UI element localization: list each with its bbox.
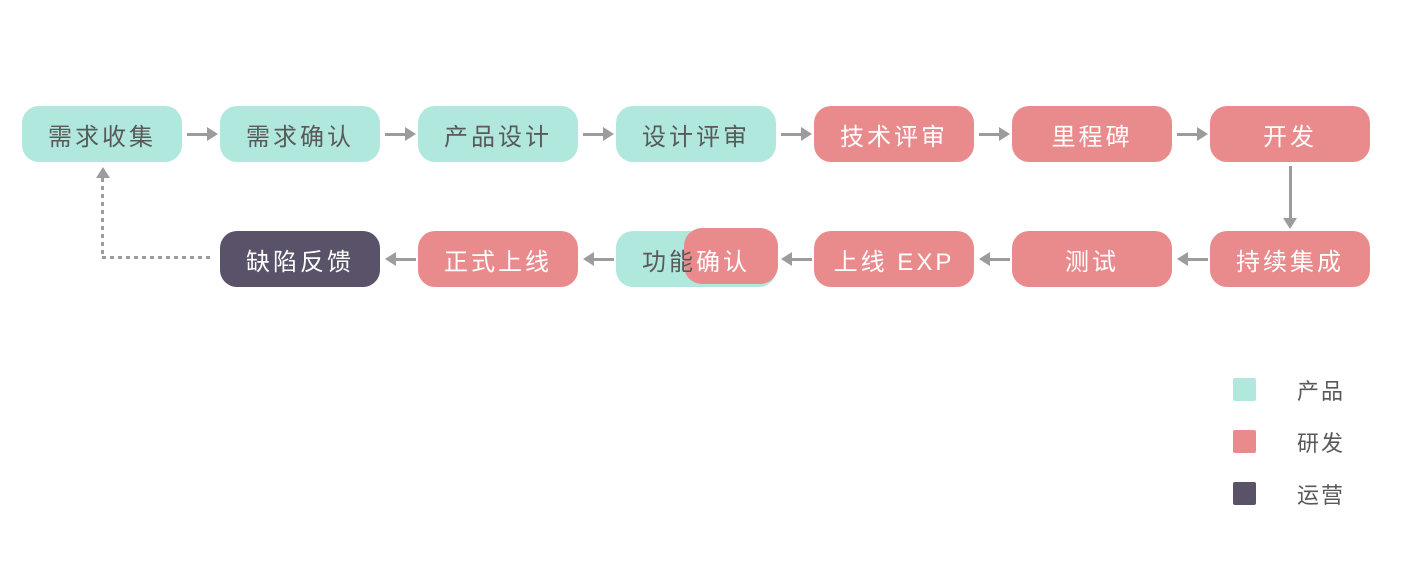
node-testing: 测试 — [1012, 231, 1172, 287]
node-official-launch: 正式上线 — [418, 231, 578, 287]
node-technical-review: 技术评审 — [814, 106, 974, 162]
feature-confirmation-product-part: 功能 — [642, 248, 696, 276]
arrow-left-icon — [385, 252, 416, 266]
arrow-right-icon — [979, 127, 1010, 141]
legend-item-product: 产品 — [1233, 378, 1345, 404]
node-continuous-integration: 持续集成 — [1210, 231, 1370, 287]
legend: 产品 研发 运营 — [1233, 378, 1345, 534]
node-defect-feedback: 缺陷反馈 — [220, 231, 380, 287]
arrow-up-icon — [96, 167, 110, 178]
ops-color-swatch — [1233, 482, 1256, 505]
legend-item-ops: 运营 — [1233, 482, 1345, 508]
feature-confirmation-rd-part: 确认 — [696, 248, 750, 276]
feature-confirmation-rd-overlay — [684, 228, 778, 284]
legend-item-rd: 研发 — [1233, 430, 1345, 456]
legend-label: 运营 — [1297, 482, 1346, 508]
arrow-right-icon — [385, 127, 416, 141]
arrow-left-icon — [583, 252, 614, 266]
product-color-swatch — [1233, 378, 1256, 401]
rd-color-swatch — [1233, 430, 1256, 453]
arrow-right-icon — [583, 127, 614, 141]
node-development: 开发 — [1210, 106, 1370, 162]
arrow-left-icon — [979, 252, 1010, 266]
arrow-right-icon — [781, 127, 812, 141]
arrow-left-icon — [781, 252, 812, 266]
node-requirement-collection: 需求收集 — [22, 106, 182, 162]
dashed-feedback-line-horizontal — [102, 256, 214, 259]
dashed-feedback-line-vertical — [101, 178, 104, 258]
node-exp-launch: 上线 EXP — [814, 231, 974, 287]
arrow-right-icon — [1177, 127, 1208, 141]
arrow-left-icon — [1177, 252, 1208, 266]
arrow-down-icon — [1283, 166, 1297, 229]
legend-label: 产品 — [1297, 378, 1346, 404]
node-feature-confirmation: 功能确认 — [616, 228, 778, 287]
node-design-review: 设计评审 — [616, 106, 776, 162]
legend-label: 研发 — [1297, 430, 1346, 456]
arrow-right-icon — [187, 127, 218, 141]
node-requirement-confirmation: 需求确认 — [220, 106, 380, 162]
node-milestone: 里程碑 — [1012, 106, 1172, 162]
node-product-design: 产品设计 — [418, 106, 578, 162]
